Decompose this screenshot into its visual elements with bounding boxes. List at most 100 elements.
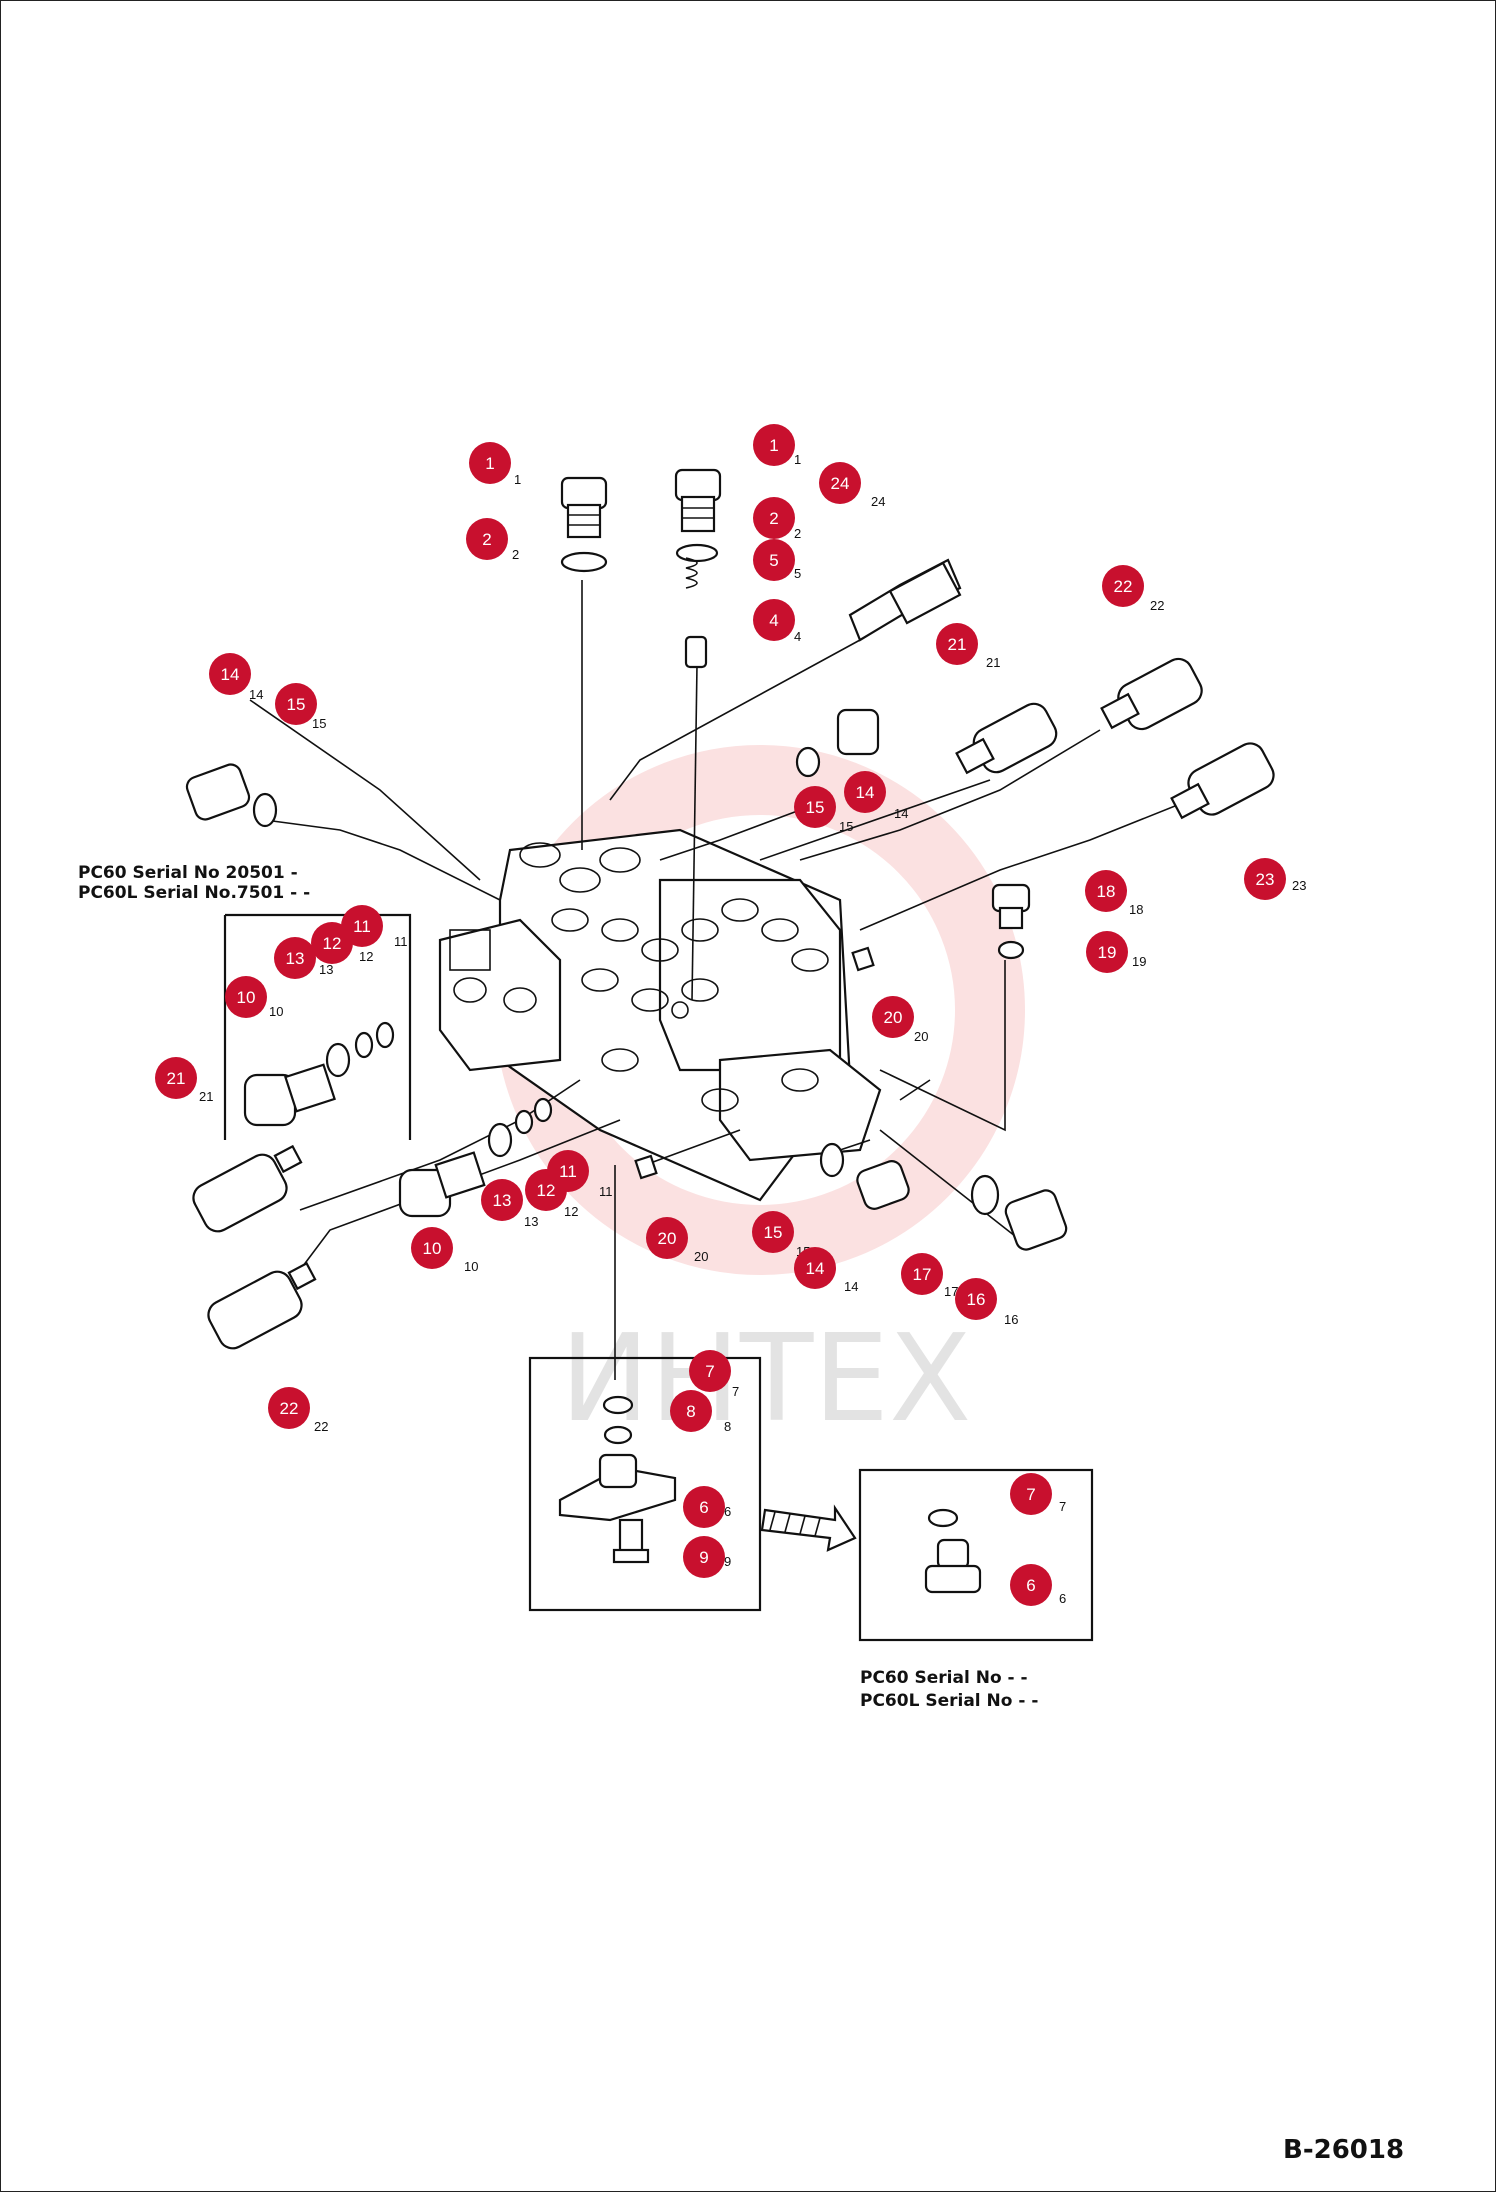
callout-marker: [683, 1486, 725, 1528]
part-number-mark: 7: [732, 1384, 739, 1399]
callout-6: 66: [683, 1486, 731, 1528]
callout-marker: [683, 1536, 725, 1578]
part-number-mark: 15: [839, 819, 853, 834]
callout-label: 6: [1026, 1576, 1035, 1595]
callout-label: 5: [769, 551, 778, 570]
callout-label: 15: [287, 695, 306, 714]
callout-marker: [819, 462, 861, 504]
part-number-mark: 18: [1129, 902, 1143, 917]
callout-label: 22: [1114, 577, 1133, 596]
callout-marker: [752, 1211, 794, 1253]
callout-label: 7: [1026, 1485, 1035, 1504]
callout-label: 18: [1097, 882, 1116, 901]
serial-note-top-line1: PC60 Serial No 20501 -: [78, 863, 298, 883]
callout-label: 11: [353, 917, 371, 936]
solenoid-22-upper: [1100, 657, 1203, 731]
part-number-mark: 20: [914, 1029, 928, 1044]
control-valve-body: [438, 828, 882, 1202]
part-number-mark: 13: [524, 1214, 538, 1229]
callout-marker: [411, 1227, 453, 1269]
check-valve-10-upper: [243, 1021, 395, 1127]
callout-marker: [225, 976, 267, 1018]
callout-marker: [872, 996, 914, 1038]
part-number-mark: 22: [1150, 598, 1164, 613]
part-number-mark: 4: [794, 629, 801, 644]
callout-marker: [268, 1387, 310, 1429]
callout-marker: [209, 653, 251, 695]
callout-label: 4: [769, 611, 778, 630]
callout-marker: [753, 539, 795, 581]
transition-arrow: [760, 1504, 857, 1552]
callout-marker: [670, 1390, 712, 1432]
callout-label: 10: [423, 1239, 442, 1258]
callout-marker: [155, 1057, 197, 1099]
part-number-mark: 10: [464, 1259, 478, 1274]
callout-7: 77: [689, 1350, 739, 1399]
part-number-mark: 11: [599, 1184, 613, 1199]
part-number-mark: 12: [359, 949, 373, 964]
callout-label: 12: [537, 1181, 556, 1200]
part-number-mark: 11: [394, 934, 408, 949]
part-number-mark: 7: [1059, 1499, 1066, 1514]
callout-label: 15: [764, 1223, 783, 1242]
plug-14-lower-right: [819, 1142, 910, 1210]
leader-lines: [249, 580, 1191, 1380]
callout-label: 14: [806, 1259, 825, 1278]
part-number-mark: 22: [314, 1419, 328, 1434]
part-number-mark: 2: [794, 526, 801, 541]
part-number-mark: 10: [269, 1004, 283, 1019]
callout-label: 19: [1098, 943, 1117, 962]
callout-label: 2: [482, 530, 491, 549]
check-valve-10-lower: [398, 1097, 553, 1218]
callout-label: 1: [485, 454, 494, 473]
plug-20-lower: [634, 1154, 658, 1180]
part-number-mark: 2: [512, 547, 519, 562]
part-number-mark: 14: [894, 806, 908, 821]
callout-label: 1: [769, 436, 778, 455]
callout-marker: [547, 1150, 589, 1192]
callout-14: 14 14: [209, 653, 263, 702]
part-number-mark: 17: [944, 1284, 958, 1299]
plug-18: [991, 883, 1031, 960]
callout-4: 44: [753, 599, 801, 644]
callout-marker: [481, 1179, 523, 1221]
callout-label: 14: [221, 665, 240, 684]
serial-note-bottom-line1: PC60 Serial No - -: [860, 1668, 1028, 1688]
part-number-mark: 24: [871, 494, 885, 509]
part-number-mark: 6: [1059, 1591, 1066, 1606]
callout-label: 7: [705, 1362, 714, 1381]
solenoid-24: [848, 558, 962, 642]
callout-marker: [753, 424, 795, 466]
callout-1: 11: [753, 424, 801, 467]
callout-marker: [753, 497, 795, 539]
solenoid-23: [1170, 742, 1275, 820]
callout-6: 66: [1010, 1564, 1066, 1606]
callout-label: 16: [967, 1290, 986, 1309]
callout-marker: [1085, 870, 1127, 912]
callout-label: 2: [769, 509, 778, 528]
callout-marker: [466, 518, 508, 560]
part-number-mark: 14: [249, 687, 263, 702]
plug-14-upper-right: [795, 708, 880, 778]
callout-label: 23: [1256, 870, 1275, 889]
callout-label: 9: [699, 1548, 708, 1567]
callout-8: 88: [670, 1390, 731, 1434]
callout-marker: [274, 937, 316, 979]
callout-label: 8: [686, 1402, 695, 1421]
